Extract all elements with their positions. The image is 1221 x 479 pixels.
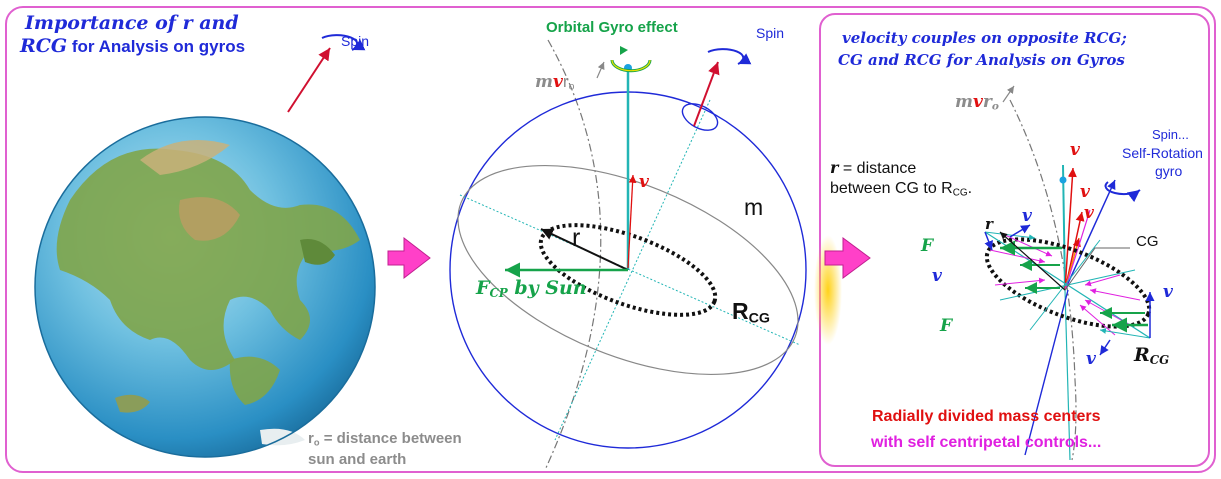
middle-v-label: v <box>639 172 649 192</box>
right-v-label-1: v <box>1070 140 1080 160</box>
bottom-line1: Radially divided mass centers <box>872 408 1101 425</box>
middle-diagram <box>449 39 807 471</box>
right-r-small: r <box>985 215 993 233</box>
mvr-v: v <box>553 72 563 92</box>
orbital-gyro-label: Orbital Gyro effect <box>546 19 678 36</box>
spin-line3: gyro <box>1155 163 1183 179</box>
fcp-label: FCP by Sun <box>476 277 587 300</box>
outer-frame <box>5 6 1216 473</box>
left-title-rcg: RCG <box>20 35 68 57</box>
right-v-blue-3: v <box>1163 282 1173 302</box>
ro-definition-text: = distance between <box>319 430 462 447</box>
r-def-symbol: r <box>830 158 839 177</box>
rcg-sub: CG <box>1149 352 1170 367</box>
left-title-line2: RCG for Analysis on gyros <box>20 35 245 57</box>
ro-subscript: o <box>313 437 320 448</box>
right-f-label-2: F <box>940 316 953 336</box>
right-rcg-label: RCG <box>1134 344 1169 367</box>
right-v-label-3: v <box>1084 203 1094 223</box>
left-title-rest: for Analysis on gyros <box>67 37 246 56</box>
right-arrow-icon <box>387 236 431 280</box>
right-f-label-1: F <box>921 236 934 256</box>
mvr-m: m <box>955 92 973 112</box>
r-def-end: . <box>967 180 973 197</box>
spin-line2: Self-Rotation <box>1122 145 1203 161</box>
mvr-v: v <box>973 92 983 112</box>
right-diagram <box>984 85 1155 461</box>
earth-globe <box>34 116 376 458</box>
mvr-r: r <box>982 92 992 112</box>
r-def-text2: between CG to R <box>830 180 953 197</box>
middle-spin-label: Spin <box>756 25 785 41</box>
ro-definition-line1: ro = distance between <box>308 430 462 447</box>
left-title-suffix: and <box>192 12 239 34</box>
right-v-label-2: v <box>1080 182 1090 202</box>
fcp-rest: by Sun <box>507 277 587 299</box>
spin-line1: Spin... <box>1152 127 1189 142</box>
right-panel-frame <box>819 13 1210 467</box>
mvr-m: m <box>535 72 553 92</box>
middle-mvr-label: mvro <box>535 72 574 93</box>
r-def-sub: CG <box>952 187 968 199</box>
fcp-f: F <box>476 277 490 299</box>
r-definition-line2: between CG to RCG. <box>830 180 972 198</box>
rcg-r: R <box>1134 344 1150 366</box>
mass-m-label: m <box>744 194 764 220</box>
radius-r-label: r <box>572 224 581 252</box>
spin-arrow-icon <box>707 48 752 65</box>
r-definition-line1: r = distance <box>830 158 916 178</box>
left-spin-label: Spin <box>341 33 370 49</box>
mvr-sub: o <box>568 80 575 93</box>
cg-label: CG <box>1136 233 1159 250</box>
ro-definition-line2: sun and earth <box>308 451 407 468</box>
right-v-blue-1: v <box>1022 206 1032 226</box>
rcg-sub: CG <box>748 310 770 327</box>
bottom-line2: with self centripetal controls... <box>871 434 1102 451</box>
left-title-prefix: Importance of <box>25 12 183 34</box>
right-mvr-label: mvro <box>955 92 999 113</box>
spin-arrow-icon <box>1104 181 1141 203</box>
left-title-line1: Importance of r and <box>25 12 239 34</box>
ro-symbol: r <box>308 430 314 447</box>
mvr-r: r <box>562 72 569 91</box>
left-title-r: r <box>182 12 193 34</box>
spin-self-rotation-label: Spin... <box>1152 127 1189 142</box>
right-v-blue-2: v <box>932 266 942 286</box>
right-title-line1: velocity couples on opposite RCG; <box>842 29 1127 47</box>
right-title-line2: CG and RCG for Analysis on Gyros <box>838 51 1125 69</box>
spin-axis-arrow <box>287 47 331 113</box>
middle-rcg-label: RCG <box>732 298 770 327</box>
fcp-sub: CP <box>489 285 508 300</box>
right-v-blue-4: v <box>1086 349 1096 369</box>
r-def-text: = distance <box>838 160 917 177</box>
rcg-r: R <box>732 298 749 324</box>
mvr-sub: o <box>991 100 999 113</box>
right-arrow-icon <box>824 237 871 279</box>
spin-arrow-icon <box>321 34 366 51</box>
